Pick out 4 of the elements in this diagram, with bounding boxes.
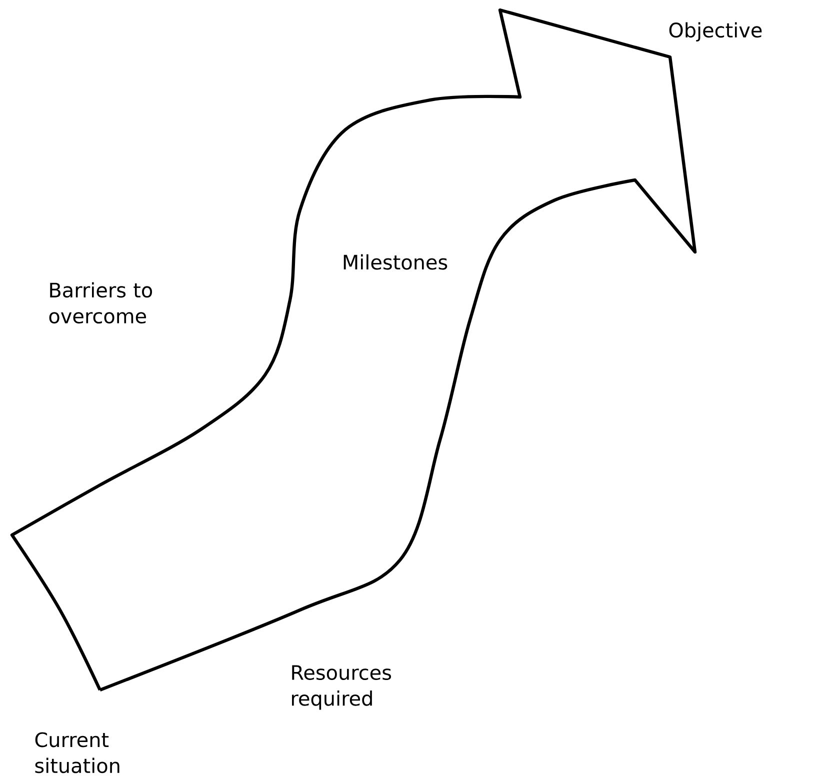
text-label: Current situation bbox=[35, 732, 120, 774]
text-label: Resources required bbox=[292, 665, 391, 710]
text-label: Barriers to overcome bbox=[49, 282, 152, 324]
text-label: Objective bbox=[669, 22, 762, 42]
